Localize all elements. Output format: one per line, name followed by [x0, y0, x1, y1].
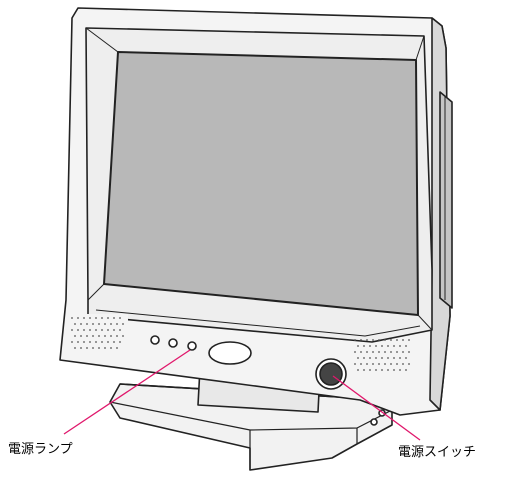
screen	[103, 51, 419, 316]
control-button-2[interactable]	[168, 338, 178, 348]
power-switch-leader	[332, 375, 421, 441]
stand-button-1[interactable]	[370, 418, 378, 426]
power-lamp-label: 電源ランプ	[8, 442, 73, 457]
left-speaker	[68, 314, 128, 352]
power-lamp-leader	[63, 349, 191, 435]
side-panel	[429, 17, 453, 411]
control-button-1[interactable]	[150, 335, 160, 345]
power-switch-label: 電源スイッチ	[398, 445, 477, 460]
power-switch[interactable]	[315, 358, 347, 390]
right-speaker	[354, 339, 410, 371]
bezel-bevel	[85, 27, 433, 337]
power-lamp	[187, 341, 197, 351]
sensor-window	[208, 341, 252, 365]
